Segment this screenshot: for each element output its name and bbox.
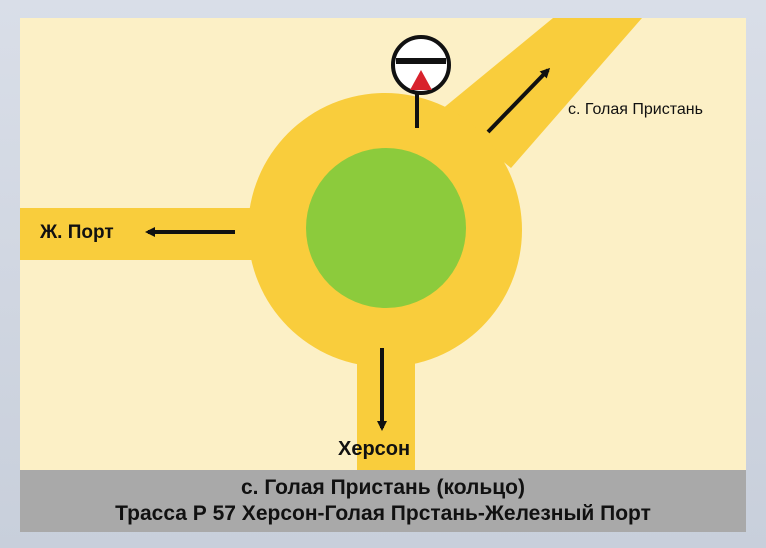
caption-route: Трасса Р 57 Херсон-Голая Прстань-Железны… <box>115 502 651 525</box>
arrow-northeast-icon <box>486 67 551 134</box>
label-golaya-pristan: с. Голая Пристань <box>568 101 703 118</box>
roundabout-island <box>306 148 466 308</box>
roundabout-map: Ж. Порт с. Голая Пристань Херсон <box>20 18 746 470</box>
label-port: Ж. Порт <box>40 222 114 243</box>
map-caption: с. Голая Пристань (кольцо) Трасса Р 57 Х… <box>20 470 746 532</box>
map-drawing <box>20 18 642 470</box>
caption-title: с. Голая Пристань (кольцо) <box>240 476 526 499</box>
no-entry-sign-icon <box>391 35 451 95</box>
label-kherson: Херсон <box>338 438 411 460</box>
